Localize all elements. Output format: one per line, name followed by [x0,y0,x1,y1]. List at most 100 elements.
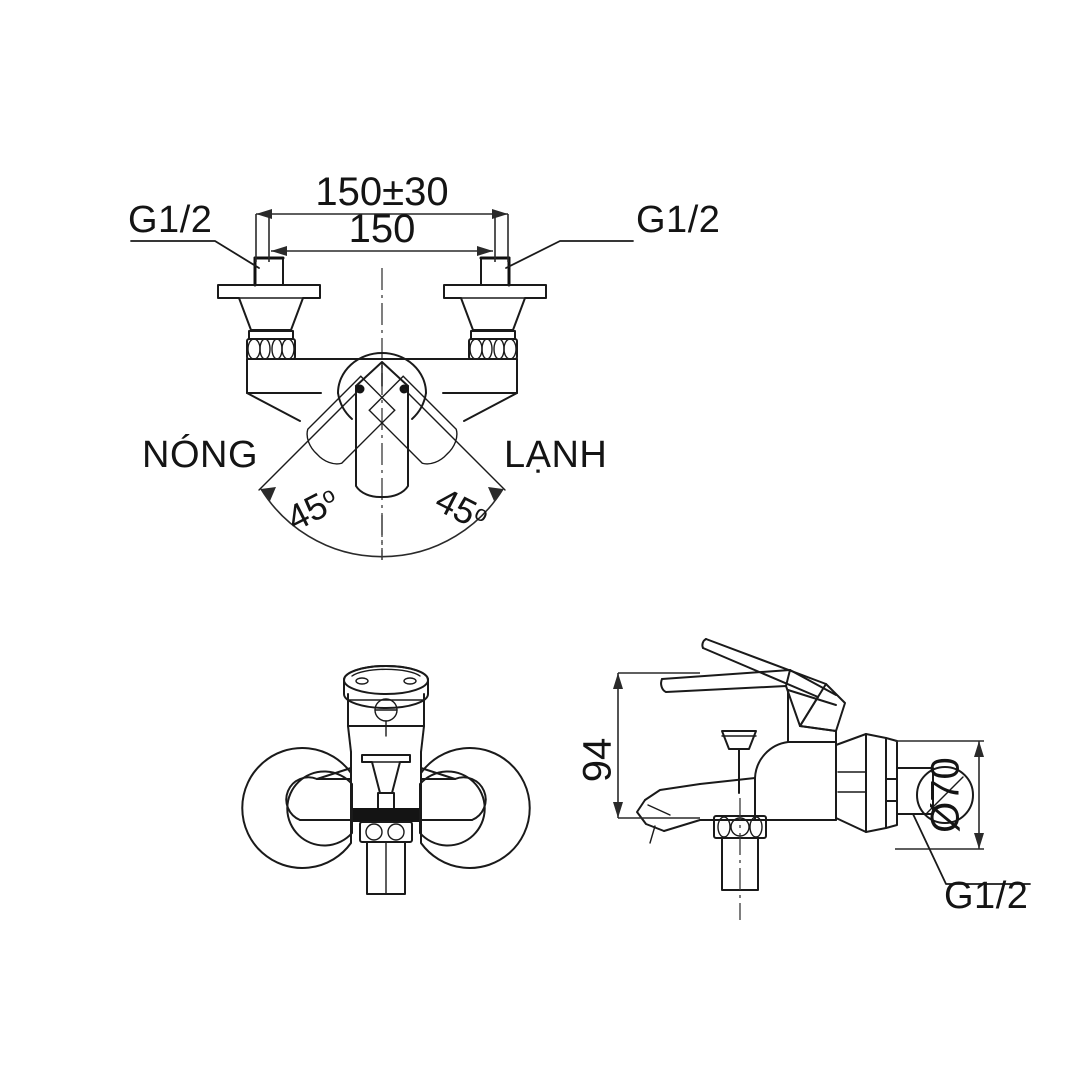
leader-g12-left [130,240,260,269]
spout-bottom-run [663,819,756,832]
dim-94-label-group: 94 [576,738,620,783]
front-outlet-assembly [353,808,419,895]
top-view-dimension-lines [255,209,509,262]
arrow-arc-right [488,487,503,501]
arrow-70-bottom [974,833,984,849]
union-knurl [493,338,505,360]
front-lever-cap[interactable] [343,665,429,709]
shroud-bottom-edge [665,685,837,732]
union-knurl [503,338,517,360]
front-view [241,665,531,895]
front-bar-right-cap [454,776,487,821]
label-cold-lanh: LẠNH [504,434,607,476]
escutcheon-left-inner [286,770,353,847]
body-right-wing [442,358,518,394]
leader-line-right [505,240,634,269]
escutcheon-right-disc [420,747,531,869]
dim-70-label-group: Ø70 [924,757,968,833]
body-front-curve [754,741,789,779]
union-knurl [271,338,283,360]
arrow-inner-right [477,246,493,256]
lever-cap-inner-arc [351,668,421,677]
lever-grip-wedge [799,683,846,732]
spout-top-taper [644,783,701,801]
inlet-right-escutcheon [443,284,547,331]
outlet-shadow-band [353,808,419,822]
swing-arc-group [260,487,504,560]
escutcheon-disc-edge [885,737,898,829]
handle-neck-left [347,725,352,753]
leader-line-left [130,240,260,269]
arrow-70-top [974,741,984,757]
lever-hot-base [368,375,404,411]
arrow-arc-left [261,487,276,501]
dim-height-94-group: 94 [576,672,700,819]
body-left-taper [246,392,301,422]
inlet-left-union-nut [246,330,296,360]
front-spout [361,754,411,813]
dim-outer-span-text: 150±30 [315,170,448,214]
angle-label-right: 45o [429,479,494,539]
spout-tip-bevel [647,804,671,816]
lever-position-hot [368,375,458,465]
shroud-nose [660,678,667,693]
side-wall-escutcheon [835,733,898,833]
lever-arm-top-edge [705,638,827,685]
lever-cap-cylinder [343,665,429,709]
dim-70-text: Ø70 [924,757,968,833]
angle-label-left: 45o [280,479,345,539]
angle-label-left-group: 45o [280,479,345,539]
arrow-outer-right [492,209,508,219]
arrow-outer-left [256,209,272,219]
side-spout [636,783,756,844]
elbow-spigot [885,778,898,802]
side-diverter-knob[interactable] [721,730,757,794]
handle-neck-right [420,725,425,753]
outlet-knurl-left [365,823,383,841]
front-escutcheon-left [241,747,353,869]
union-knurl [481,338,493,360]
lever-neutral[interactable] [355,385,409,499]
inlet-right-nipple [480,257,510,286]
label-g12-inlet-right: G1/2 [636,199,720,241]
swing-ray-cold [403,388,506,491]
inlet-right-union-nut [468,330,518,360]
union-knurl [469,338,483,360]
dim-inner-span-text: 150 [349,207,416,251]
front-bar-left-cap [285,776,318,821]
union-nut-left-collar [248,330,294,340]
side-view: 94 Ø70 G1/2 [576,638,1031,920]
lever-cold-outline [306,375,396,465]
union-knurl [259,338,271,360]
label-hot-nong: NÓNG [142,433,258,476]
body-top-slope [787,689,837,706]
lever-cap-detail-right [403,677,417,685]
inlet-left-nipple [254,257,284,286]
body-under-spout-run [699,777,756,785]
union-nut-right-collar [470,330,516,340]
diverter-cap [721,730,757,750]
dim-94-text: 94 [576,738,620,783]
escutcheon-left-disc [241,747,352,869]
spout-tip-face [636,799,665,832]
angle-label-right-group: 45o [429,479,494,539]
outlet-knurl-right [387,823,405,841]
lever-cap-top-ellipse [343,665,429,695]
leader-g12-outlet [912,813,1031,885]
arrow-94-top [613,673,623,689]
leader-line-outlet [912,813,1031,885]
lever-grip-inner [799,696,819,727]
lever-cap-detail-left [355,677,369,685]
side-lever-arm[interactable] [701,638,846,732]
side-body [699,689,837,821]
swing-ray-hot [258,388,361,491]
lever-cold-base [360,375,396,411]
label-g12-inlet-left: G1/2 [128,199,212,241]
side-lever-shroud [660,669,837,732]
mixer-body-top [246,352,518,499]
escutcheon-diameter-circle [916,766,974,824]
shroud-riser [785,669,791,687]
side-elbow-connector [885,767,934,815]
